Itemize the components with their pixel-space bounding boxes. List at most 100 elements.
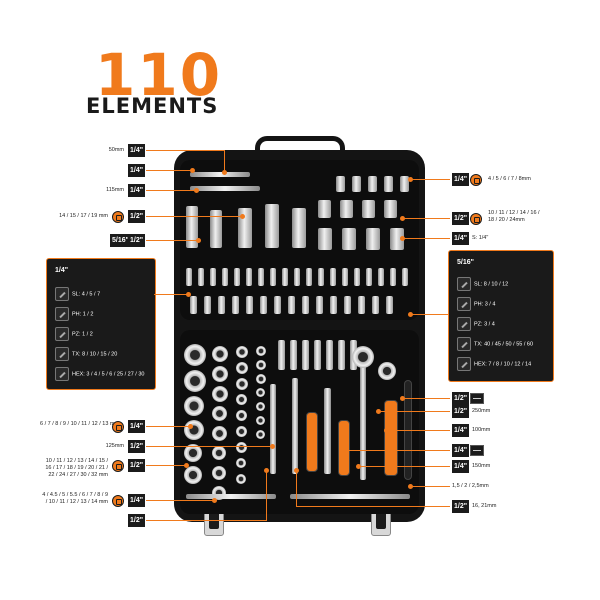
callout-line <box>404 238 450 239</box>
hex-socket-icon <box>470 174 482 186</box>
extension-bar <box>270 384 276 474</box>
deep-socket <box>210 210 222 248</box>
bit-panel-right: 5/16" SL: 8 / 10 / 12 PH: 3 / 4 PZ: 3 / … <box>448 250 554 382</box>
callout-dot <box>240 214 245 219</box>
callout-dot <box>196 238 201 243</box>
size-tag: 1/4" <box>128 144 146 157</box>
callout-line <box>146 500 214 501</box>
callout-dot <box>400 236 405 241</box>
hex-key <box>186 494 276 499</box>
socket-top <box>256 388 265 397</box>
size-tag: 1/2" <box>128 210 146 223</box>
socket-top <box>212 366 228 382</box>
pozidriv-bit-icon <box>457 317 471 331</box>
callout-dot <box>222 170 227 175</box>
callout-line <box>266 470 267 521</box>
socket-top <box>236 442 247 453</box>
socket-top <box>184 396 204 416</box>
panel-row: HEX: 7 / 8 / 10 / 12 / 14 <box>457 357 531 372</box>
ratchet-icon <box>470 393 484 404</box>
socket-top <box>256 416 265 425</box>
ratchet-shaft <box>360 360 366 480</box>
panel-title: 5/16" <box>457 259 474 266</box>
size-tag: 1/4" <box>452 444 470 457</box>
ratchet-grip <box>384 400 398 476</box>
size-tag: 1/2" <box>452 500 470 513</box>
bit-holder <box>278 340 285 370</box>
size-tag: 1/2" <box>128 234 146 247</box>
socket-top <box>212 426 227 441</box>
socket-top <box>236 410 247 421</box>
socket-top <box>212 446 226 460</box>
socket-top <box>236 362 248 374</box>
hex-socket-icon <box>112 495 124 507</box>
callout-line <box>412 179 450 180</box>
size-tag: 1/4" <box>452 232 470 245</box>
socket-top <box>236 458 246 468</box>
deep-socket <box>265 204 279 248</box>
bit-holder <box>338 340 345 370</box>
small-socket <box>400 176 409 192</box>
callout-line <box>146 446 272 447</box>
callout-dot <box>400 396 405 401</box>
socket <box>366 228 380 250</box>
socket-top <box>184 420 204 440</box>
bit-holder <box>314 340 321 370</box>
callout-dot <box>340 448 345 453</box>
socket <box>362 200 375 218</box>
socket-top <box>256 346 266 356</box>
hex-socket-icon <box>112 460 124 472</box>
hex-socket-icon <box>112 211 124 223</box>
callout-line <box>380 411 450 412</box>
callout-dot <box>190 168 195 173</box>
bit-holder <box>290 340 297 370</box>
callout-line <box>296 470 297 506</box>
callout-line <box>388 430 450 431</box>
ratchet-head <box>378 362 396 380</box>
socket <box>342 228 356 250</box>
callout-dot <box>384 428 389 433</box>
small-socket <box>336 176 345 192</box>
socket-top <box>236 474 246 484</box>
callout-line <box>154 294 188 295</box>
callout-dot <box>264 468 269 473</box>
panel-row: PH: 3 / 4 <box>457 297 495 312</box>
callout-label: 10 / 11 / 12 / 14 / 16 / 18 / 20 / 24mm <box>488 210 540 223</box>
callout-label: 1,5 / 2 / 2,5mm <box>452 483 489 489</box>
callout-dot <box>188 424 193 429</box>
callout-line <box>146 170 192 171</box>
socket-top <box>236 426 247 437</box>
size-tag: 5/16" <box>110 234 131 247</box>
ratchet-head <box>352 346 374 368</box>
panel-row: SL: 8 / 10 / 12 <box>457 277 508 292</box>
callout-line <box>146 190 196 191</box>
callout-label: 4 / 4.5 / 5 / 5.5 / 6 / 7 / 8 / 9 / 10 /… <box>42 492 108 505</box>
size-tag: 1/4" <box>452 460 470 473</box>
callout-label: S: 1/4" <box>472 235 489 241</box>
callout-label: 100mm <box>472 427 491 433</box>
extension-bar <box>190 186 260 191</box>
hex-bit-icon <box>55 367 69 381</box>
panel-title: 1/4" <box>55 267 69 274</box>
callout-line <box>146 520 266 521</box>
callout-line <box>344 450 450 451</box>
callout-dot <box>376 409 381 414</box>
bit-panel-left: 1/4" SL: 4 / 5 / 7 PH: 1 / 2 PZ: 1 / 2 T… <box>46 258 156 390</box>
callout-line <box>296 506 450 507</box>
size-tag: 1/2" <box>128 440 146 453</box>
size-tag: 1/4" <box>128 164 146 177</box>
callout-label: 10 / 11 / 12 / 13 / 14 / 15 / 16 / 17 / … <box>45 458 108 478</box>
callout-label: 50mm <box>108 147 124 153</box>
callout-dot <box>212 498 217 503</box>
callout-label: 150mm <box>472 463 491 469</box>
socket <box>318 228 332 250</box>
size-tag: 1/4" <box>452 424 470 437</box>
socket-top <box>212 346 228 362</box>
small-socket <box>352 176 361 192</box>
callout-label: 4 / 5 / 6 / 7 / 8mm <box>488 176 531 182</box>
callout-dot <box>194 188 199 193</box>
callout-dot <box>408 177 413 182</box>
callout-dot <box>408 312 413 317</box>
callout-label: 6 / 7 / 8 / 9 / 10 / 11 / 12 / 13 mm <box>40 421 120 427</box>
socket-top <box>236 346 248 358</box>
